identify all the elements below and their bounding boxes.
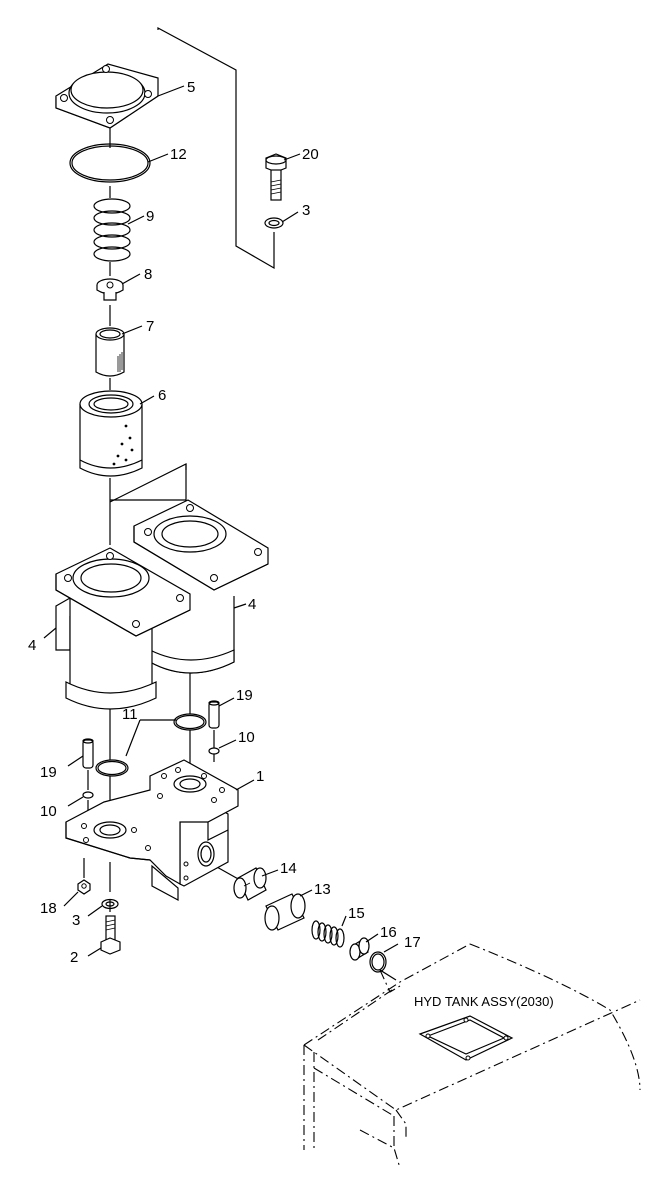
callout-18: 18 [40,900,57,917]
callout-20: 20 [302,146,319,163]
hyd-tank-label: HYD TANK ASSY(2030) [414,994,554,1009]
part-7-strainer [95,327,125,377]
part-11-o-rings [95,713,207,777]
callout-4: 4 [248,596,256,613]
part-4-filter-housing-rear [133,499,269,674]
part-13-valve-piston [264,893,306,931]
part-6-filter-element [79,390,143,477]
callout-11: 11 [122,706,138,723]
callout-1: 1 [256,768,264,785]
part-15-spring [311,920,345,948]
callout-4: 4 [28,637,36,654]
callout-19: 19 [236,687,253,704]
callout-17: 17 [404,934,421,951]
part-10-small-o-rings [82,747,220,799]
leader-lines [43,85,399,957]
callout-8: 8 [144,266,152,283]
part-12-o-ring [69,143,151,183]
callout-19: 19 [40,764,57,781]
callout-10: 10 [40,803,57,820]
part-1-filter-head [65,759,239,902]
callout-13: 13 [314,881,331,898]
callout-12: 12 [170,146,187,163]
part-2-bolt [100,915,121,955]
part-20-bolt [265,153,287,201]
part-18-nut [77,879,91,895]
callout-15: 15 [348,905,365,922]
callout-3: 3 [302,202,310,219]
part-8-valve [96,278,124,301]
callout-10: 10 [238,729,255,746]
part-3-washer-bottom [101,898,119,910]
callout-6: 6 [158,387,166,404]
callout-16: 16 [380,924,397,941]
callout-14: 14 [280,860,297,877]
part-17-snap-ring [369,951,387,973]
part-14-plug [233,867,267,901]
callout-labels: 5 12 20 3 9 8 7 6 4 4 19 11 10 1 19 10 1… [28,79,554,1009]
callout-7: 7 [146,318,154,335]
callout-2: 2 [70,949,78,966]
callout-5: 5 [187,79,195,96]
part-9-spring [93,198,131,262]
callout-3: 3 [72,912,80,929]
part-16-spacer [349,937,370,961]
callout-9: 9 [146,208,154,225]
part-19-pins [82,700,220,769]
part-4-filter-housing-front [55,547,191,710]
part-5-cover [55,63,159,129]
part-3-washer-top [264,217,284,229]
hyd-tank-outline [303,943,641,1169]
